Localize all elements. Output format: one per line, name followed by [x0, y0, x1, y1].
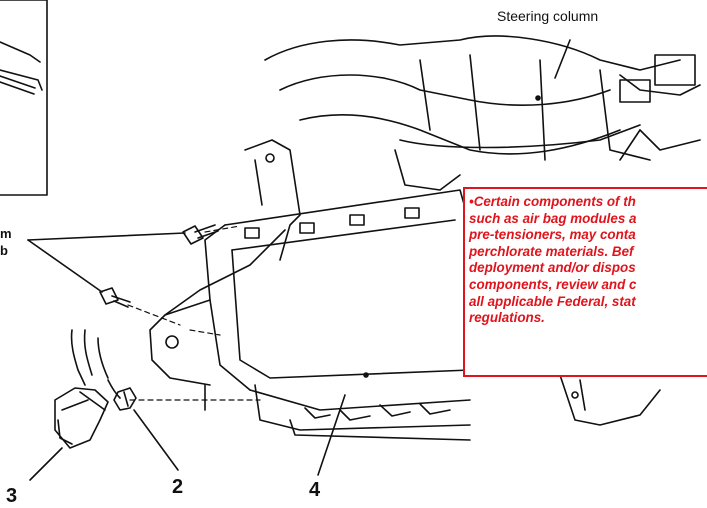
mounting-bracket	[149, 139, 301, 411]
part-number-2: 2	[172, 476, 184, 498]
connector-3	[29, 329, 109, 481]
bolt-upper	[182, 224, 219, 245]
bolt-lower	[99, 287, 131, 308]
part-number-3: 3	[6, 485, 18, 507]
part-number-4: 4	[309, 479, 321, 501]
alignment-lines	[127, 225, 261, 401]
steering-column-label: Steering column	[497, 8, 599, 24]
perchlorate-warning-box: •Certain components of th such as air ba…	[463, 187, 707, 377]
leader-4	[317, 394, 346, 476]
perchlorate-warning-text: •Certain components of th such as air ba…	[469, 194, 637, 326]
bolt-leader-lines	[27, 232, 186, 293]
airbag-module	[204, 189, 661, 441]
steering-column	[264, 35, 701, 191]
bolt-callout-line1: m	[0, 226, 12, 241]
bolt-callout-line2: b	[0, 243, 8, 258]
connector-2	[107, 379, 179, 471]
inset-view	[0, 0, 48, 196]
